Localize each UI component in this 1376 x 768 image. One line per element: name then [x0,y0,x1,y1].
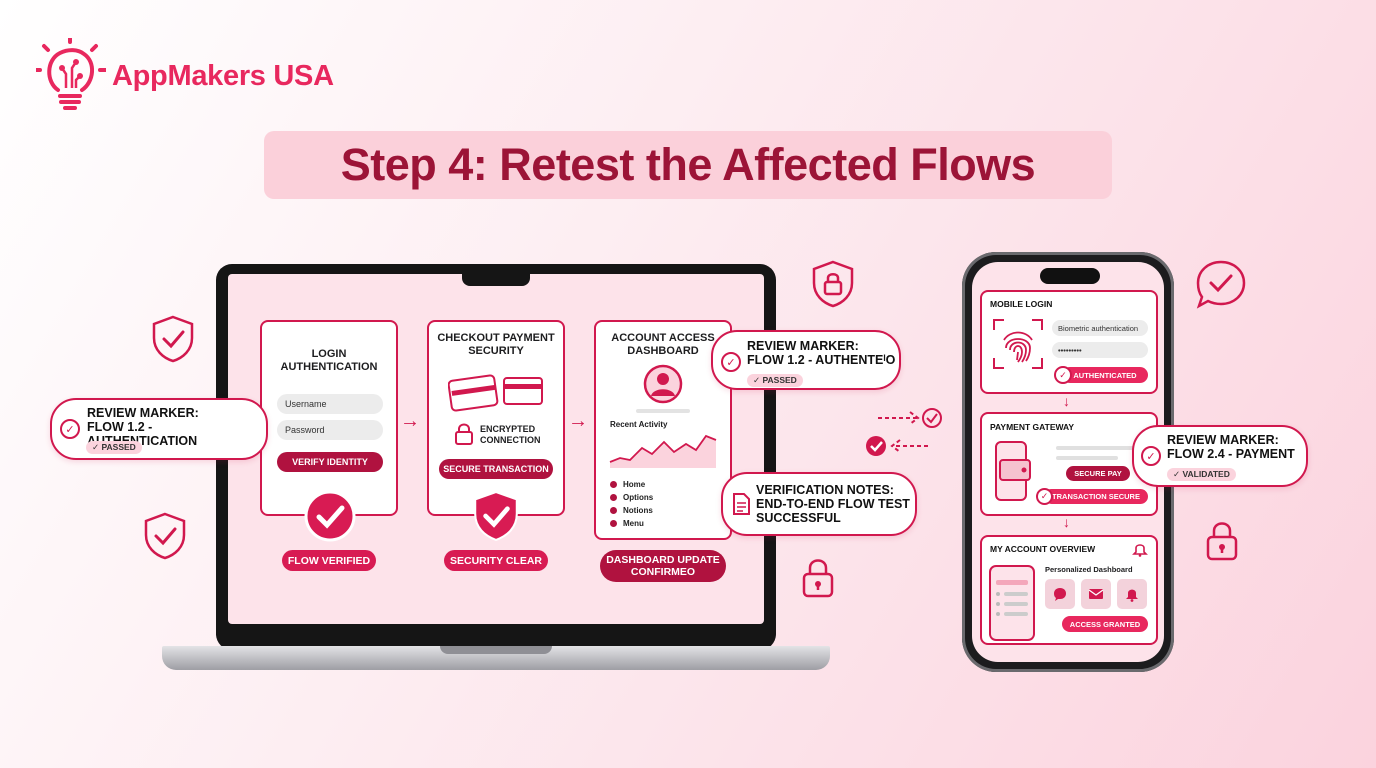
brand-name: AppMakers USA [112,59,334,92]
bell-icon [1126,589,1138,602]
lightbulb-circuit-icon [36,38,106,110]
brand-logo: AppMakers USA [36,38,366,114]
padlock-icon [1206,522,1238,561]
check-icon: ✓ [1141,446,1161,466]
mail-tile[interactable] [1081,579,1111,609]
shield-check-icon [144,512,186,560]
check-icon: ✓ [721,352,741,372]
down-arrow: ↓ [1063,514,1070,530]
mail-icon [1088,589,1104,599]
access-granted-button[interactable]: ACCESS GRANTED [1062,616,1148,632]
passed-chip-left: ✓ PASSED [86,437,142,455]
review-marker-left-line1: REVIEW MARKER: [87,406,199,420]
check-icon: ✓ [1054,366,1072,384]
laptop-dent [440,646,552,654]
credit-card-icon [448,374,543,412]
bell-tile[interactable] [1117,579,1147,609]
notes-line1: VERIFICATION NOTES: [756,483,894,497]
shield-lock-icon [812,260,854,308]
notes-line2: END-TO-END FLOW TEST [756,497,910,511]
wallet-phone-icon [995,441,1031,501]
menu-item-menu[interactable]: Menu [610,517,710,530]
divider [1056,446,1134,450]
payment-gateway-title: PAYMENT GATEWAY [990,422,1075,432]
login-title: LOGIN AUTHENTICATION [280,348,378,373]
dashboard-menu: Home Options Notions Menu [610,478,710,530]
menu-item-home[interactable]: Home [610,478,710,491]
padlock-icon [455,423,473,445]
verification-notes-callout [721,472,917,536]
menu-icon [610,520,617,527]
options-icon [610,494,617,501]
secure-pay-button[interactable]: SECURE PAY [1066,466,1130,481]
dashboard-update-badge: DASHBOARD UPDATE CONFIRMEO [600,550,726,582]
fingerprint-icon [993,319,1043,369]
flow-verified-badge: FLOW VERIFIED [282,550,376,571]
password-input[interactable]: Password [277,420,383,440]
shield-check-icon [152,315,194,363]
check-icon: ✓ [1036,488,1053,505]
flow-arrow: → [400,410,420,432]
review-marker-right-line1: REVIEW MARKER: [1167,433,1279,447]
activity-line-chart [609,434,717,468]
page-title-box: Step 4: Retest the Affected Flows [264,131,1112,199]
review-marker-top-line2: FLOW 1.2 - AUTHENTEᴵO [747,353,896,367]
dashboard-title: ACCOUNT ACCESS DASHBOARD [611,332,715,357]
checkout-title: CHECKOUT PAYMENT SECURITY [437,332,555,357]
personalized-dashboard-label: Personalized Dashboard [1045,565,1133,574]
chat-check-icon [1196,260,1246,309]
laptop-notch [462,272,530,286]
account-overview-title: MY ACCOUNT OVERVIEW [990,544,1096,554]
recent-activity-label: Recent Activity [610,420,668,429]
flow-arrow: → [568,410,588,432]
dashboard-panel [594,320,732,540]
checkout-panel [427,320,565,516]
biometric-field[interactable]: Biometric authentication [1052,320,1148,336]
phone-dynamic-island [1040,268,1100,284]
notions-icon [610,507,617,514]
divider [1056,456,1118,460]
menu-item-notions[interactable]: Notions [610,504,710,517]
chat-icon [1054,588,1066,601]
home-icon [610,481,617,488]
verify-identity-button[interactable]: VERIFY IDENTITY [277,452,383,472]
down-arrow: ↓ [1063,393,1070,409]
shield-check-icon [474,490,518,542]
password-field[interactable]: ••••••••• [1052,342,1148,358]
check-circle-icon [304,490,356,542]
notes-line3: SUCCESSFUL [756,511,841,525]
passed-chip-top: ✓ PASSED [747,370,803,388]
security-clear-badge: SECURITY CLEAR [444,550,548,571]
review-marker-left-line2: FLOW 1.2 - AUTHENTICATION [87,420,198,448]
check-icon: ✓ [60,419,80,439]
chat-tile[interactable] [1045,579,1075,609]
divider [636,409,690,413]
review-marker-right-line2: FLOW 2.4 - PAYMENT [1167,447,1295,461]
menu-item-options[interactable]: Options [610,491,710,504]
document-icon [733,493,750,515]
review-marker-callout-top [711,330,901,390]
mobile-login-title: MOBILE LOGIN [990,299,1053,309]
padlock-icon [802,559,834,598]
username-input[interactable]: Username [277,394,383,414]
user-avatar-icon [643,364,683,404]
page-title: Step 4: Retest the Affected Flows [340,139,1036,190]
encrypted-connection-label: ENCRYPTED CONNECTION [480,424,541,445]
authenticated-button[interactable]: AUTHENTICATED [1062,367,1148,383]
validated-chip: ✓ VALIDATED [1167,464,1236,482]
phone-dashboard-icon [989,565,1035,641]
sync-check-icon [866,408,942,456]
review-marker-top-line1: REVIEW MARKER: [747,339,859,353]
transaction-secure-button[interactable]: TRANSACTION SECURE [1044,489,1148,504]
bell-icon[interactable] [1132,541,1148,557]
secure-transaction-button[interactable]: SECURE TRANSACTION [439,459,553,479]
